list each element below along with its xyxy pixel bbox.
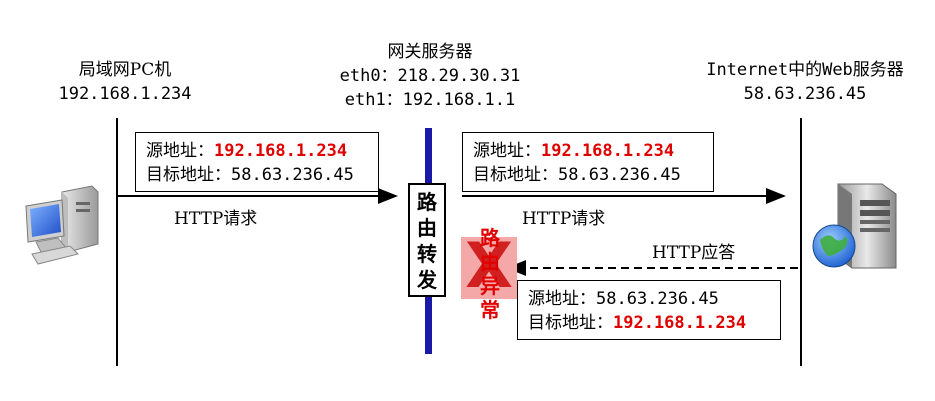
- src-value: 192.168.1.234: [541, 141, 675, 161]
- route-error-text: 路 由 异 常: [478, 226, 502, 322]
- dst-label: 目标地址：: [473, 165, 558, 185]
- request-box-left: 源地址：192.168.1.234 目标地址：58.63.236.45: [135, 132, 379, 192]
- left-host-ip: 192.168.1.234: [58, 84, 192, 104]
- web-server-globe-icon: [812, 183, 897, 269]
- request-label-left: HTTP请求: [174, 209, 258, 229]
- response-box: 源地址：58.63.236.45 目标地址：192.168.1.234: [517, 280, 781, 340]
- request-label-right: HTTP请求: [522, 209, 606, 229]
- error-char: 由: [480, 250, 500, 274]
- gateway-eth0: eth0：218.29.30.31: [339, 66, 521, 86]
- router-char: 转: [417, 242, 437, 266]
- right-host-name: Internet中的Web服务器: [706, 60, 904, 80]
- request-box-right: 源地址：192.168.1.234 目标地址：58.63.236.45: [462, 132, 714, 192]
- response-label: HTTP应答: [652, 243, 736, 263]
- error-char: 常: [480, 298, 500, 322]
- left-lifeline: [116, 118, 118, 366]
- error-x-icon: X: [465, 229, 513, 302]
- error-char: 异: [480, 274, 500, 298]
- router-forward-box: 路 由 转 发: [408, 183, 446, 297]
- router-char: 路: [417, 190, 437, 214]
- left-host-name: 局域网PC机: [78, 60, 172, 80]
- dst-label: 目标地址：: [146, 165, 231, 185]
- src-label: 源地址：: [146, 141, 214, 161]
- src-value: 58.63.236.45: [596, 289, 719, 309]
- src-label: 源地址：: [473, 141, 541, 161]
- desktop-pc-icon: [25, 185, 99, 265]
- dst-value: 192.168.1.234: [613, 313, 747, 333]
- gateway-name: 网关服务器: [387, 42, 473, 62]
- router-char: 由: [417, 216, 437, 240]
- src-label: 源地址：: [528, 289, 596, 309]
- src-value: 192.168.1.234: [214, 141, 348, 161]
- right-host-ip: 58.63.236.45: [743, 84, 867, 104]
- dst-value: 58.63.236.45: [558, 165, 681, 185]
- error-char: 路: [480, 226, 500, 250]
- dst-value: 58.63.236.45: [231, 165, 354, 185]
- gateway-eth1: eth1：192.168.1.1: [344, 90, 516, 110]
- right-lifeline: [800, 118, 802, 366]
- dst-label: 目标地址：: [528, 313, 613, 333]
- route-error-block: [461, 237, 517, 299]
- router-char: 发: [417, 268, 437, 292]
